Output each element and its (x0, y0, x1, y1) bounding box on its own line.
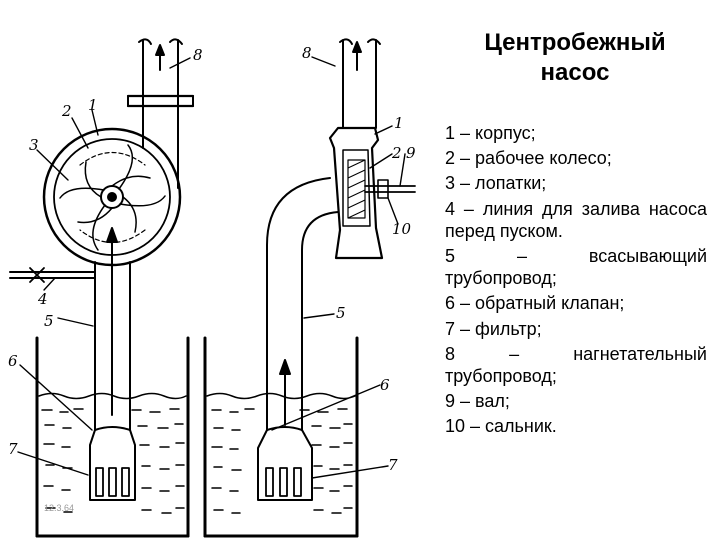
legend-item: 2 – рабочее колесо; (445, 148, 612, 169)
callout-1: 1 (394, 114, 404, 132)
left-suction-pipe (94, 261, 131, 431)
callout-3: 3 (29, 136, 39, 154)
callout-9: 9 (406, 144, 416, 162)
legend-item: 8 – нагнетательный трубопровод; (445, 343, 707, 387)
left-pump-housing (42, 127, 182, 267)
right-filter (257, 429, 313, 501)
left-callouts: 2 1 3 8 4 5 6 7 (8, 46, 203, 458)
right-suction-pipe (266, 177, 339, 431)
legend-item: 10 – сальник. (445, 416, 557, 437)
legend-item: 4 – линия для залива насоса перед пуском… (445, 198, 707, 241)
pump-diagram: 2 1 3 8 4 5 6 7 (8, 38, 416, 538)
callout-6: 6 (8, 352, 18, 370)
callout-1: 1 (88, 96, 98, 114)
callout-8: 8 (302, 44, 312, 62)
legend-item: 6 – обратный клапан; (445, 293, 625, 314)
callout-7: 7 (388, 456, 398, 474)
right-tank (203, 336, 359, 538)
callout-4: 4 (37, 290, 48, 308)
legend-item: 1 – корпус; (445, 123, 536, 143)
right-flow-arrow (279, 359, 291, 426)
left-tank (35, 336, 190, 538)
right-view: 8 1 2 9 10 5 6 7 (203, 38, 416, 538)
callout-8: 8 (193, 46, 203, 64)
left-check-valve (94, 426, 131, 431)
left-leader-lines (17, 57, 191, 476)
right-discharge-pipe (339, 38, 381, 129)
left-priming-line (9, 267, 96, 283)
legend-item: 9 – вал; (445, 391, 510, 412)
right-water (206, 392, 356, 514)
left-view: 2 1 3 8 4 5 6 7 (8, 38, 203, 538)
callout-2: 2 (61, 102, 72, 120)
callout-6: 6 (380, 376, 390, 394)
left-filter (89, 429, 136, 501)
callout-2: 2 (391, 144, 402, 162)
slide-title: Центробежный насос (484, 29, 666, 86)
left-flow-arrow (106, 227, 118, 416)
right-callouts: 8 1 2 9 10 5 6 7 (302, 44, 416, 474)
legend-item: 3 – лопатки; (445, 173, 547, 194)
right-pump-casing (328, 126, 416, 260)
legend-item: 5 – всасывающий трубопровод; (445, 246, 707, 289)
callout-5: 5 (44, 312, 54, 330)
right-leader-lines (271, 56, 406, 479)
legend-item: 7 – фильтр; (445, 318, 542, 339)
callout-7: 7 (8, 440, 18, 458)
legend-list: 1 – корпус; 2 – рабочее колесо; 3 – лопа… (445, 122, 707, 441)
slide-number: 12.3.64 (44, 503, 75, 513)
callout-5: 5 (336, 304, 346, 322)
right-check-valve (266, 426, 303, 431)
callout-10: 10 (392, 220, 412, 238)
